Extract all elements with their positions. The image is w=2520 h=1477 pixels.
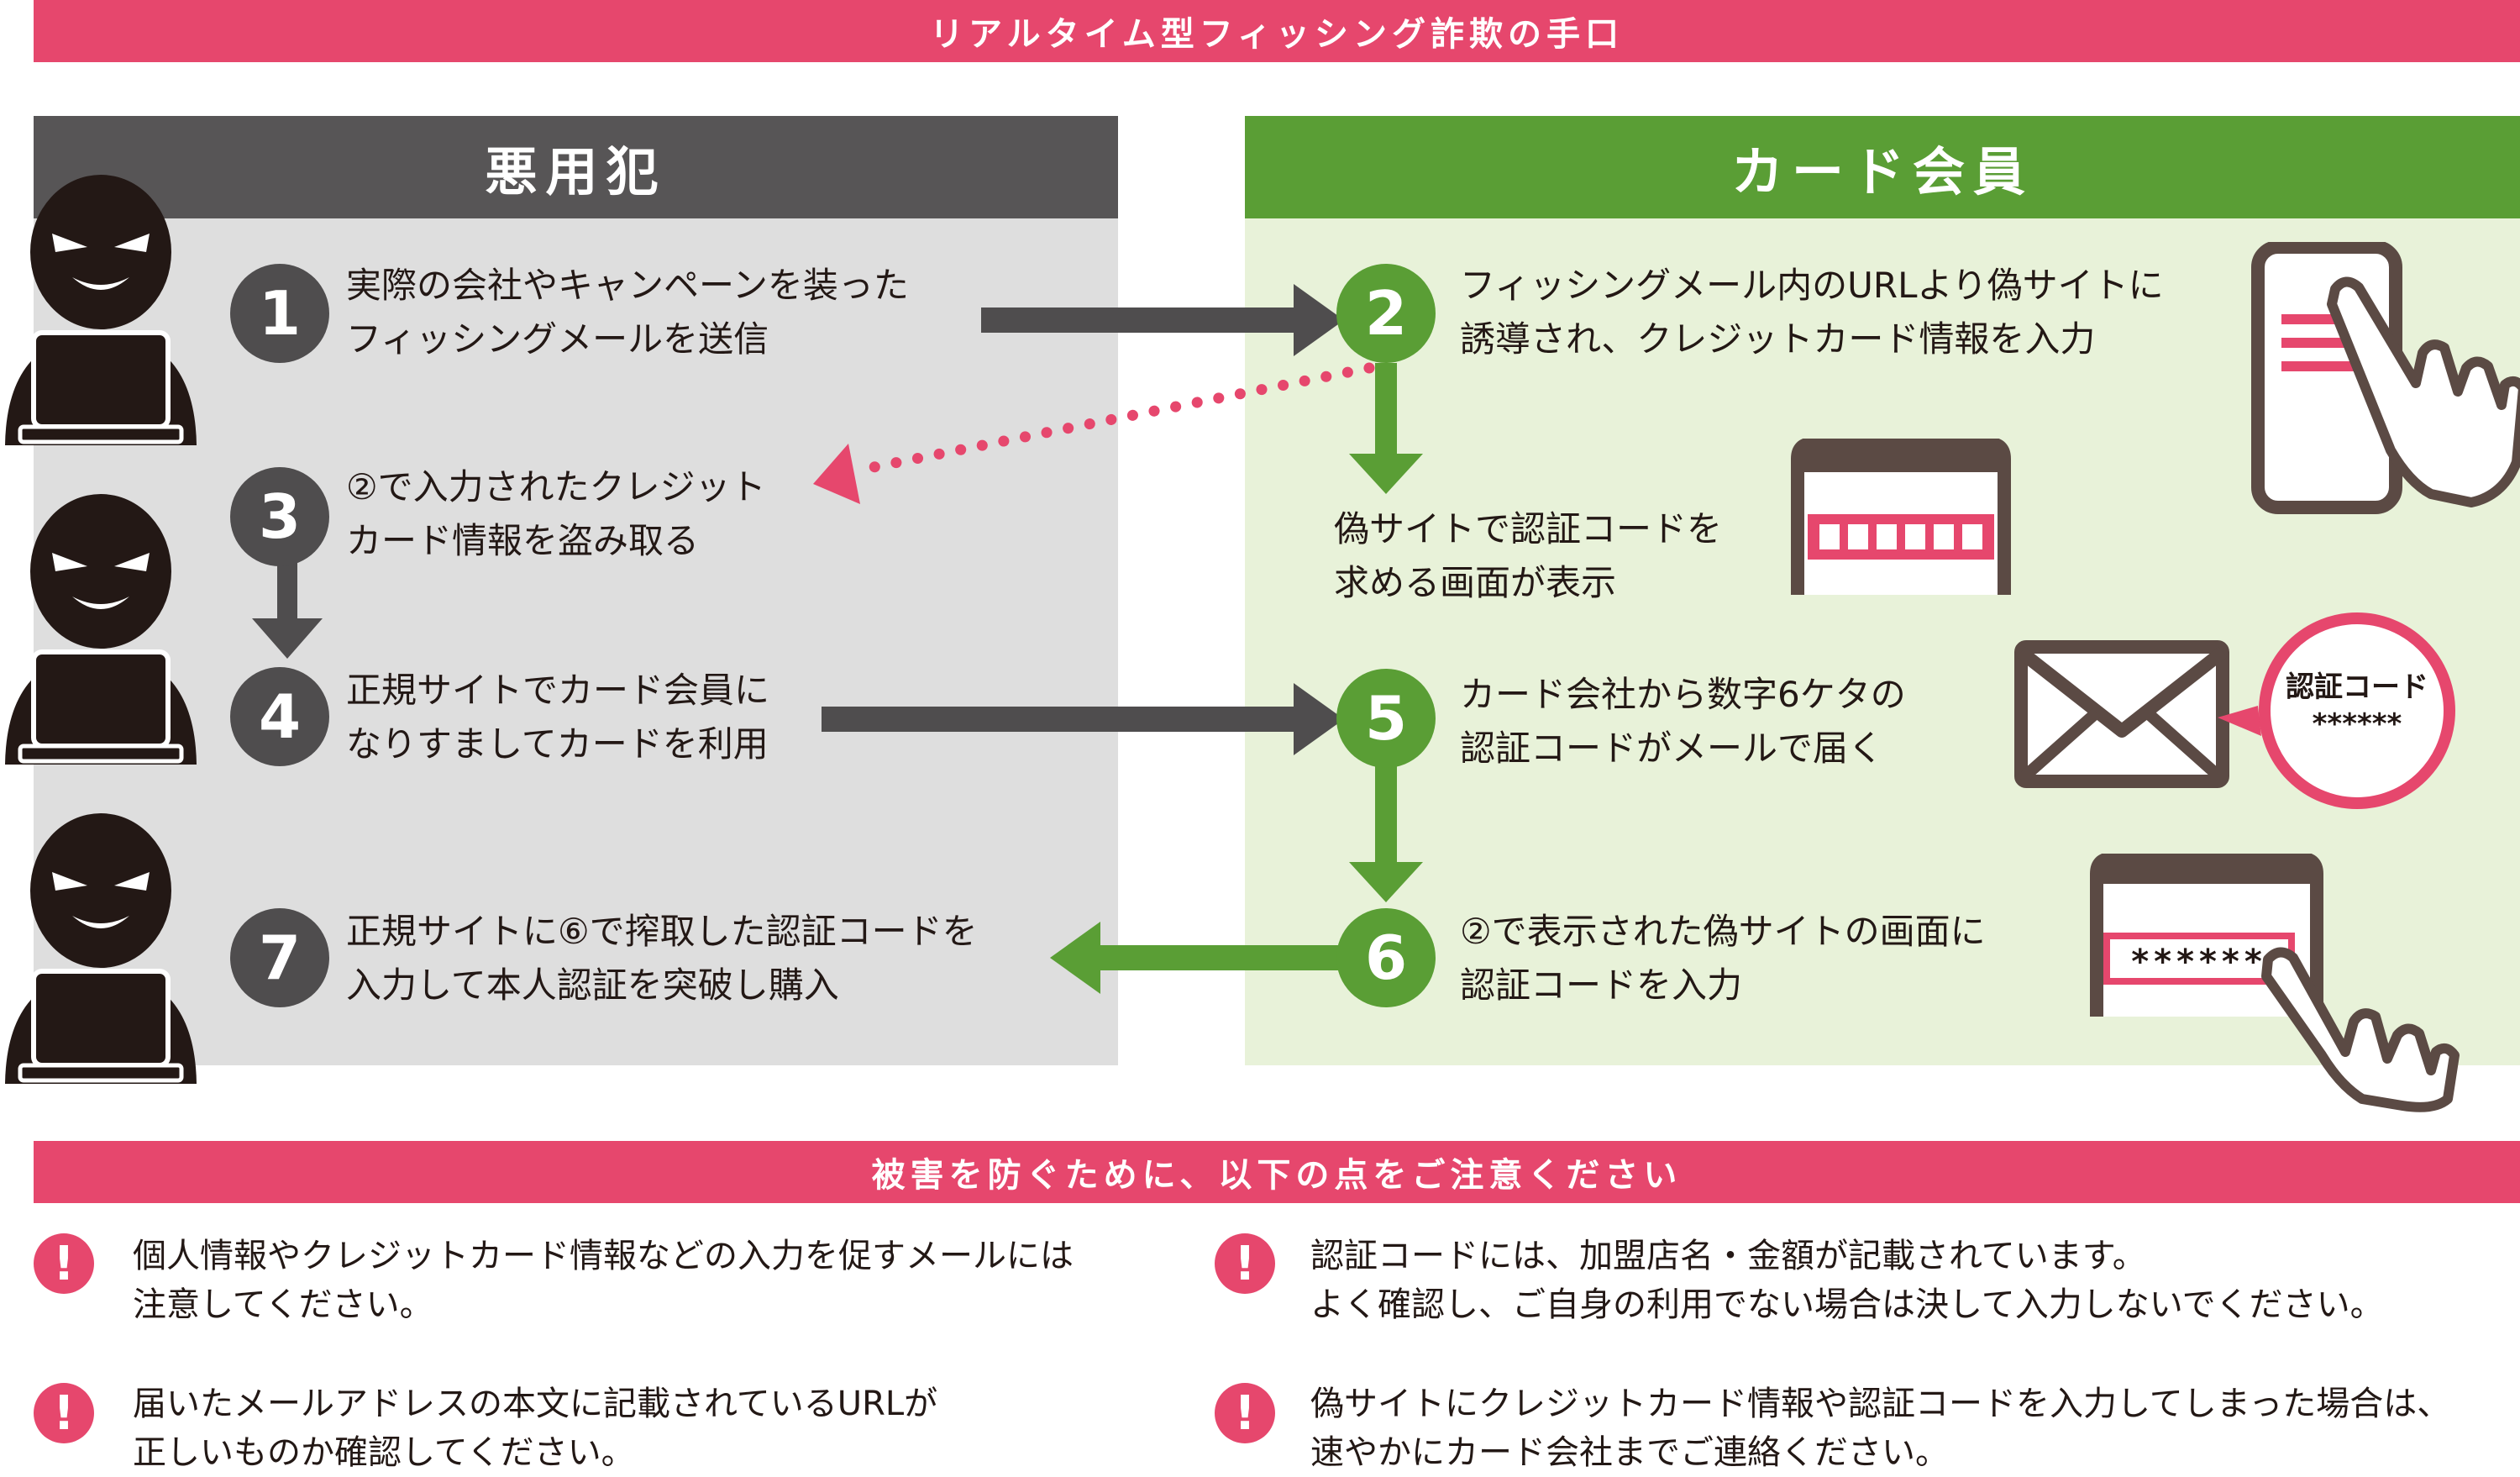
step-5-text: カード会社から数字6ケタの 認証コードがメールで届く <box>1460 674 1906 769</box>
criminal-panel: 悪用犯 <box>34 116 1118 1065</box>
warning-title: 被害を防ぐために、以下の点をご注意ください <box>871 1156 1683 1195</box>
step-1-text: 実際の会社やキャンペーンを装った フィッシングメールを送信 <box>346 265 909 360</box>
arrow-6-to-7 <box>1050 922 1344 994</box>
phone-code-screen-icon <box>1791 439 2011 595</box>
arrow-2-down <box>1349 363 1423 494</box>
phone-tap-icon <box>2251 242 2520 514</box>
criminal-label: 悪用犯 <box>485 141 667 202</box>
code-bubble-text: 認証コード ****** <box>2286 670 2428 741</box>
warning-item: 届いたメールアドレスの本文に記載されているURLが 正しいものか確認してください… <box>133 1385 938 1472</box>
flow-arrows <box>252 284 1423 994</box>
arrow-4-to-5 <box>822 683 1344 755</box>
step-5-badge: 5 <box>1336 669 1436 768</box>
warning-icon: ! <box>34 1233 94 1294</box>
arrow-3-to-4 <box>252 555 323 659</box>
warning-item: 偽サイトにクレジットカード情報や認証コードを入力してしまった場合は、 速やかにカ… <box>1310 1385 2451 1472</box>
criminal-figure-icon <box>5 494 197 765</box>
page-title: リアルタイム型フィッシング詐欺の手口 <box>930 15 1624 54</box>
step-7-badge: 7 <box>230 908 329 1007</box>
arrow-5-to-6 <box>1349 766 1423 902</box>
criminal-header: 悪用犯 <box>34 116 1118 218</box>
criminal-figure-icon <box>5 813 197 1084</box>
step-4-badge: 4 <box>230 667 329 766</box>
step-2-fake-screen-text: 偽サイトで認証コードを 求める画面が表示 <box>1334 508 1723 603</box>
step-3-text: ②で入力されたクレジット カード情報を盗み取る <box>346 466 766 561</box>
phone-code-text: ****** <box>2131 943 2267 981</box>
step-4-text: 正規サイトでカード会員に なりすましてカードを利用 <box>346 670 770 765</box>
arrow-1-to-2 <box>981 284 1344 356</box>
step-2-text: フィッシングメール内のURLより偽サイトに 誘導され、クレジットカード情報を入力 <box>1460 265 2164 360</box>
step-1-badge: 1 <box>230 264 329 363</box>
step-2-badge: 2 <box>1336 264 1436 363</box>
member-label: カード会員 <box>1730 141 2034 202</box>
step-3-badge: 3 <box>230 467 329 566</box>
criminal-figure-icon <box>5 175 197 445</box>
warning-item: 認証コードには、加盟店名・金額が記載されています。 よく確認し、ご自身の利用でな… <box>1310 1237 2384 1324</box>
member-header: カード会員 <box>1245 116 2520 218</box>
warning-title-banner: 被害を防ぐために、以下の点をご注意ください <box>34 1141 2520 1203</box>
warning-icon: ! <box>1215 1383 1275 1443</box>
warning-icon: ! <box>34 1383 94 1443</box>
envelope-icon <box>2014 640 2229 788</box>
dotted-arrow-2-to-3 <box>813 362 1375 504</box>
top-title-banner: リアルタイム型フィッシング詐欺の手口 <box>34 0 2520 62</box>
step-6-text: ②で表示された偽サイトの画面に 認証コードを入力 <box>1460 911 1986 1006</box>
code-bubble-icon <box>2218 612 2455 809</box>
warning-icon: ! <box>1215 1233 1275 1294</box>
step-6-badge: 6 <box>1336 908 1436 1007</box>
phone-code-entered-icon: ****** <box>2090 854 2460 1112</box>
warning-item: 個人情報やクレジットカード情報などの入力を促すメールには 注意してください。 <box>133 1237 1074 1324</box>
step-7-text: 正規サイトに⑥で搾取した認証コードを 入力して本人認証を突破し購入 <box>346 911 978 1006</box>
